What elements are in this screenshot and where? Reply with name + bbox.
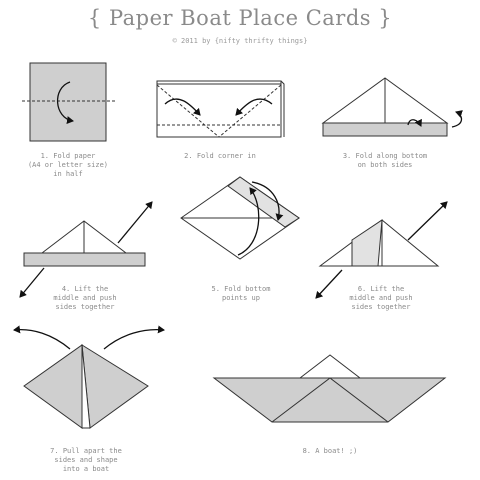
lift-up-arrow-icon [407,201,448,241]
step-4-caption: 4. Lift the middle and push sides togeth… [53,285,117,311]
step-2-caption: 2. Fold corner in [184,152,256,160]
step-7-illustration [13,325,165,429]
right-side-flap [81,344,149,429]
pull-down-arrow-icon [19,267,45,298]
lift-down-arrow-icon [315,269,343,299]
left-fold-arrow-icon [164,98,201,116]
page-title: { Paper Boat Place Cards } [87,6,393,30]
step-3-caption: 3. Fold along bottom on both sides [342,152,428,169]
center-gap [81,344,91,429]
boat-hull [212,377,447,423]
paper-sheet [29,62,107,142]
paper-edge [280,80,285,137]
pull-right-arrow-icon [103,325,165,350]
step-1-caption: 1. Fold paper (A4 or letter size) in hal… [27,152,109,178]
step-5-illustration [180,176,300,260]
step-5-caption: 5. Fold bottom points up [211,285,271,302]
boat-center-fold [271,377,389,423]
step-8-caption: 8. A boat! ;) [302,447,358,455]
front-fold-arrow-icon [407,118,422,127]
right-fold-line [218,84,282,138]
step-2-illustration [156,80,285,138]
pull-left-arrow-icon [13,325,71,350]
fold-arrow-icon [56,81,74,125]
step-6-illustration [315,201,448,299]
step-3-illustration [321,77,463,137]
boat-sail [298,354,362,379]
step-6-caption: 6. Lift the middle and push sides togeth… [349,285,413,311]
fold-up-arrow-icon [237,187,260,256]
back-fold-arrow-icon [451,110,463,128]
step-1-illustration [22,62,115,142]
bottom-strip [322,122,448,137]
folded-paper [156,80,282,138]
step-8-illustration [212,354,447,423]
step-7-caption: 7. Pull apart the sides and shape into a… [50,447,122,473]
page-subtitle: © 2011 by {nifty thrifty things} [172,37,308,45]
right-fold-arrow-icon [235,98,273,116]
step-4-illustration [19,201,153,298]
left-side-flap [23,344,83,429]
fold-back-arrow-icon [251,181,284,221]
pull-up-arrow-icon [117,201,153,244]
left-fold-line [156,84,220,138]
inner-flap [351,219,383,267]
hat-brim [23,252,146,267]
